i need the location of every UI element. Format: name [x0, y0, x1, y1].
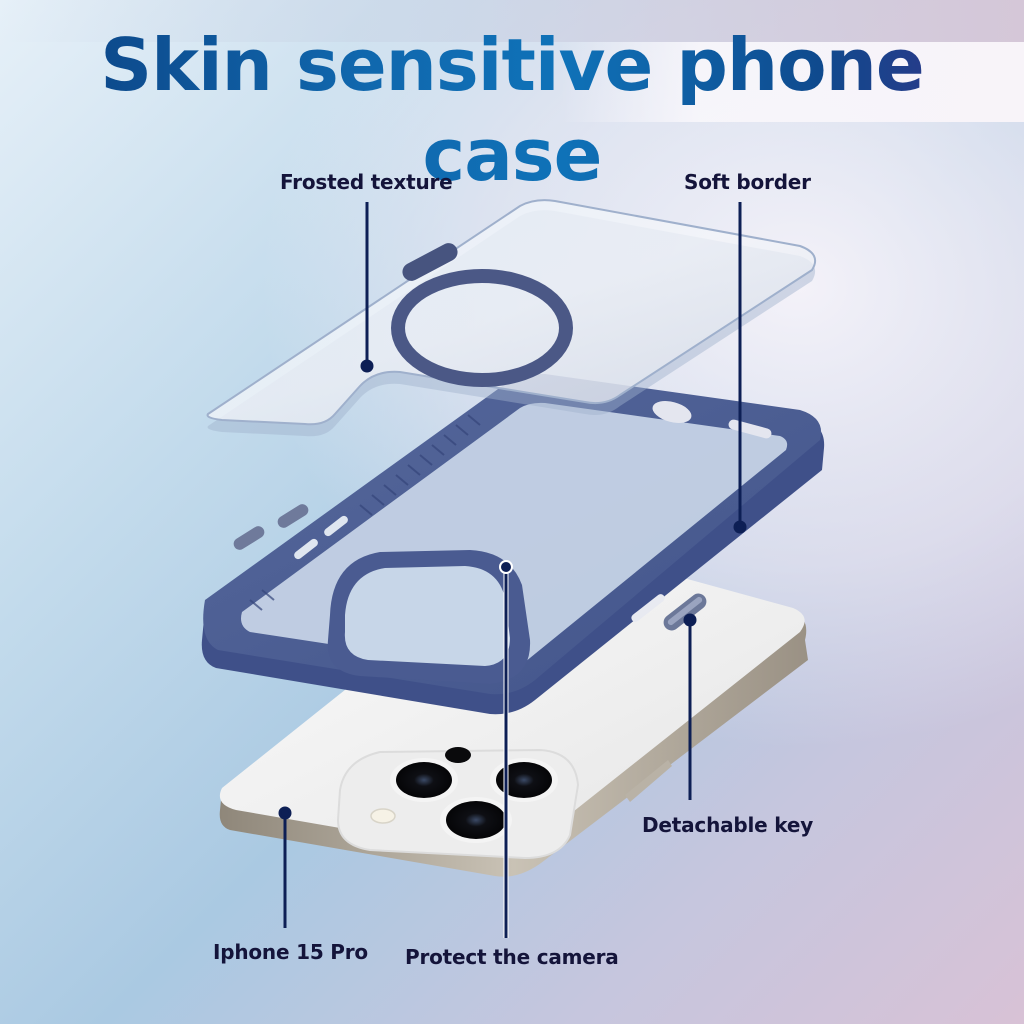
- title-highlight-band: [560, 42, 1024, 122]
- leader-lines: [278, 202, 747, 928]
- detachable-keys-left: [233, 504, 309, 550]
- label-detachable-key: Detachable key: [642, 813, 814, 837]
- label-soft-border: Soft border: [684, 170, 811, 194]
- leader-line-camera: [499, 560, 513, 938]
- soft-bumper-frame: [201, 374, 825, 715]
- label-protect-camera: Protect the camera: [405, 945, 619, 969]
- page-title: Skin sensitive phone case: [0, 20, 1024, 200]
- label-frosted-texture: Frosted texture: [280, 170, 453, 194]
- frosted-back-panel: [206, 199, 816, 437]
- detachable-key-right: [663, 593, 707, 631]
- label-iphone-15-pro: Iphone 15 Pro: [213, 940, 368, 964]
- top-band: [0, 0, 1024, 42]
